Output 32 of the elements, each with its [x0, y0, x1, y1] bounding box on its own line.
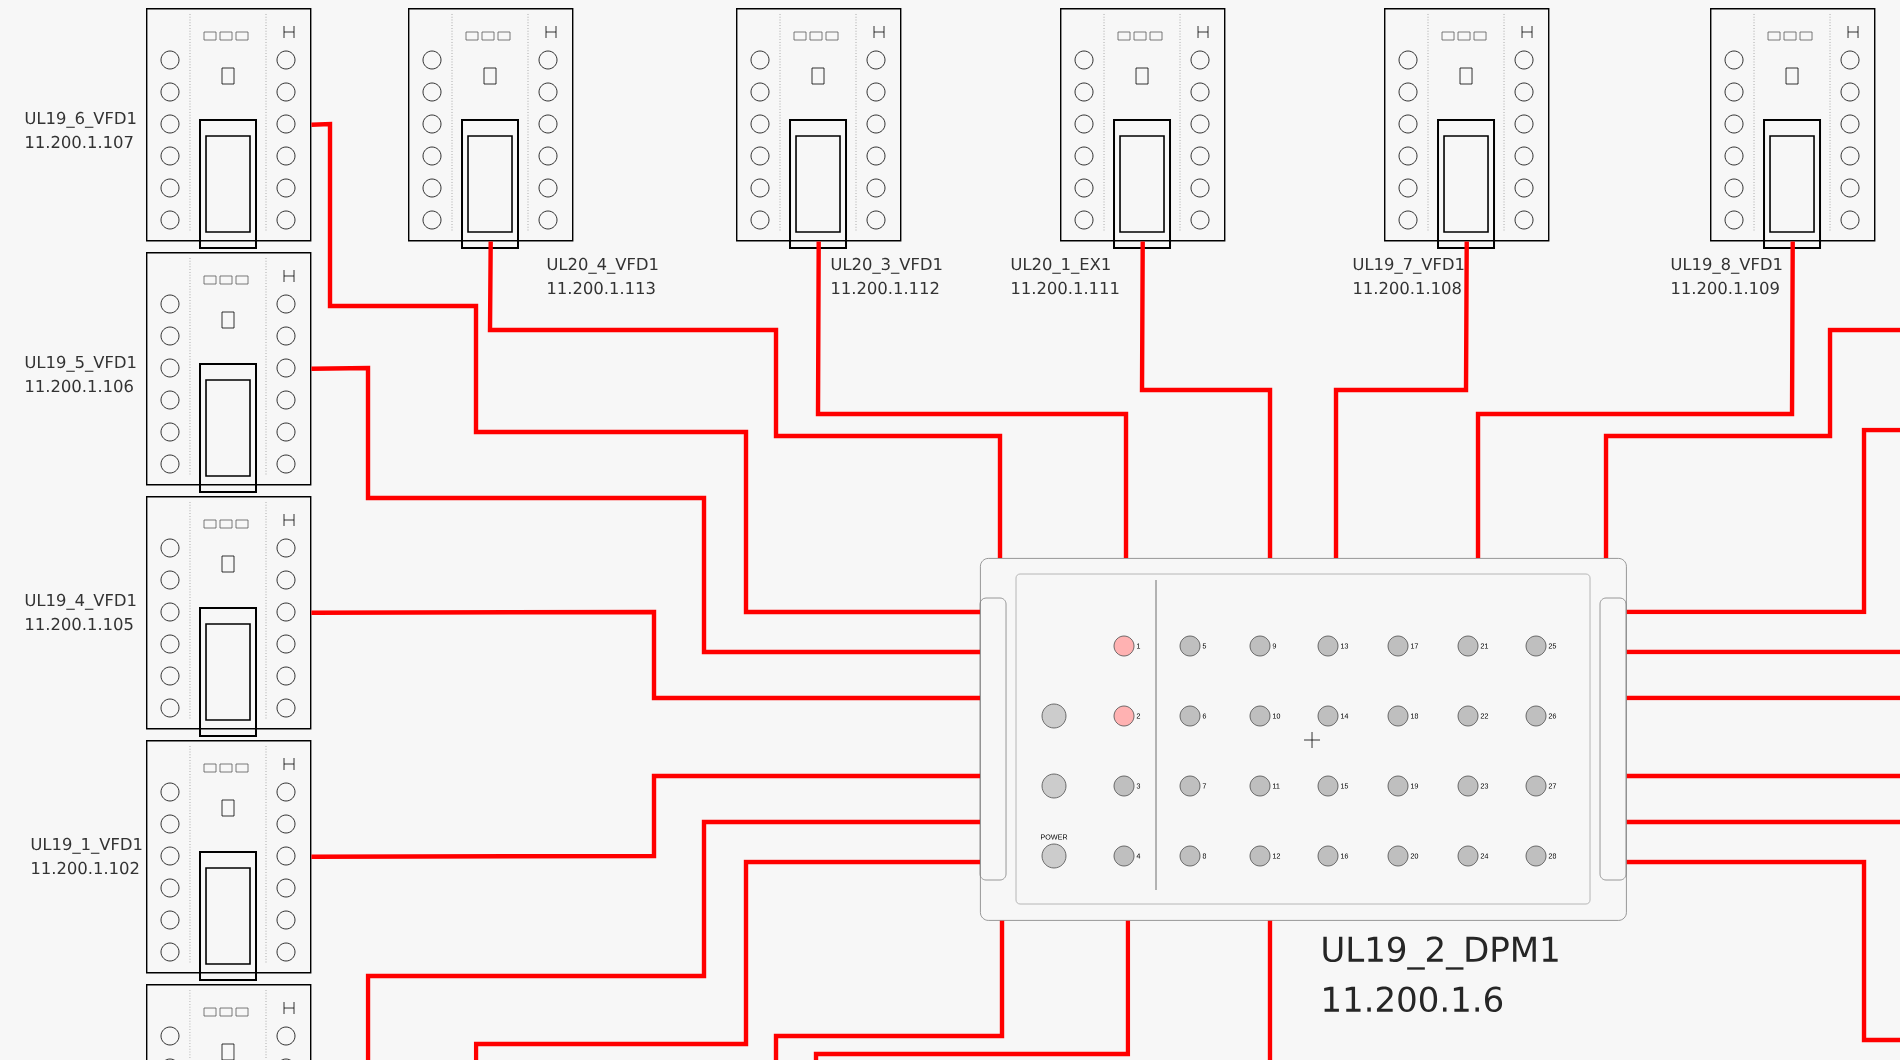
- cable-line: [1626, 649, 1900, 655]
- device-label: UL20_4_VFD1 11.200.1.113: [547, 257, 658, 295]
- device-label: UL19_5_VFD1 11.200.1.106: [25, 355, 136, 393]
- cable-line: [1267, 920, 1273, 1060]
- cable-line: [487, 241, 1003, 558]
- cable-line: [311, 609, 980, 701]
- cable-line: [365, 819, 980, 1060]
- device-label: UL20_3_VFD1 11.200.1.112: [831, 257, 942, 295]
- cable-line: [1603, 327, 1900, 558]
- cable-line: [311, 773, 980, 859]
- cable-line: [1475, 241, 1795, 558]
- device-label: UL19_8_VFD1 11.200.1.109: [1671, 257, 1782, 295]
- device-label: UL19_6_VFD1 11.200.1.107: [25, 111, 136, 149]
- cable-line: [1626, 427, 1900, 615]
- cable-line: [1626, 773, 1900, 779]
- device-label: UL19_1_VFD1 11.200.1.102: [31, 837, 142, 875]
- cable-line: [311, 121, 980, 615]
- cable-line: [815, 241, 1129, 558]
- cable-line: [1139, 241, 1273, 558]
- cable-line: [311, 365, 980, 655]
- cable-line: [473, 859, 980, 1060]
- cable-line: [813, 920, 1131, 1060]
- cable-line: [773, 920, 1005, 1060]
- cable-line: [1626, 819, 1900, 825]
- device-label: UL19_4_VFD1 11.200.1.105: [25, 593, 136, 631]
- device-label: UL19_7_VFD1 11.200.1.108: [1353, 257, 1464, 295]
- device-label: UL20_1_EX1 11.200.1.111: [1011, 257, 1119, 295]
- cable-line: [1626, 695, 1900, 701]
- drive-drawing: [146, 984, 312, 1060]
- cable-line: [1626, 859, 1900, 1043]
- device-label: UL19_2_DPM1 11.200.1.6: [1323, 936, 1558, 1013]
- cable-line: [1333, 241, 1469, 558]
